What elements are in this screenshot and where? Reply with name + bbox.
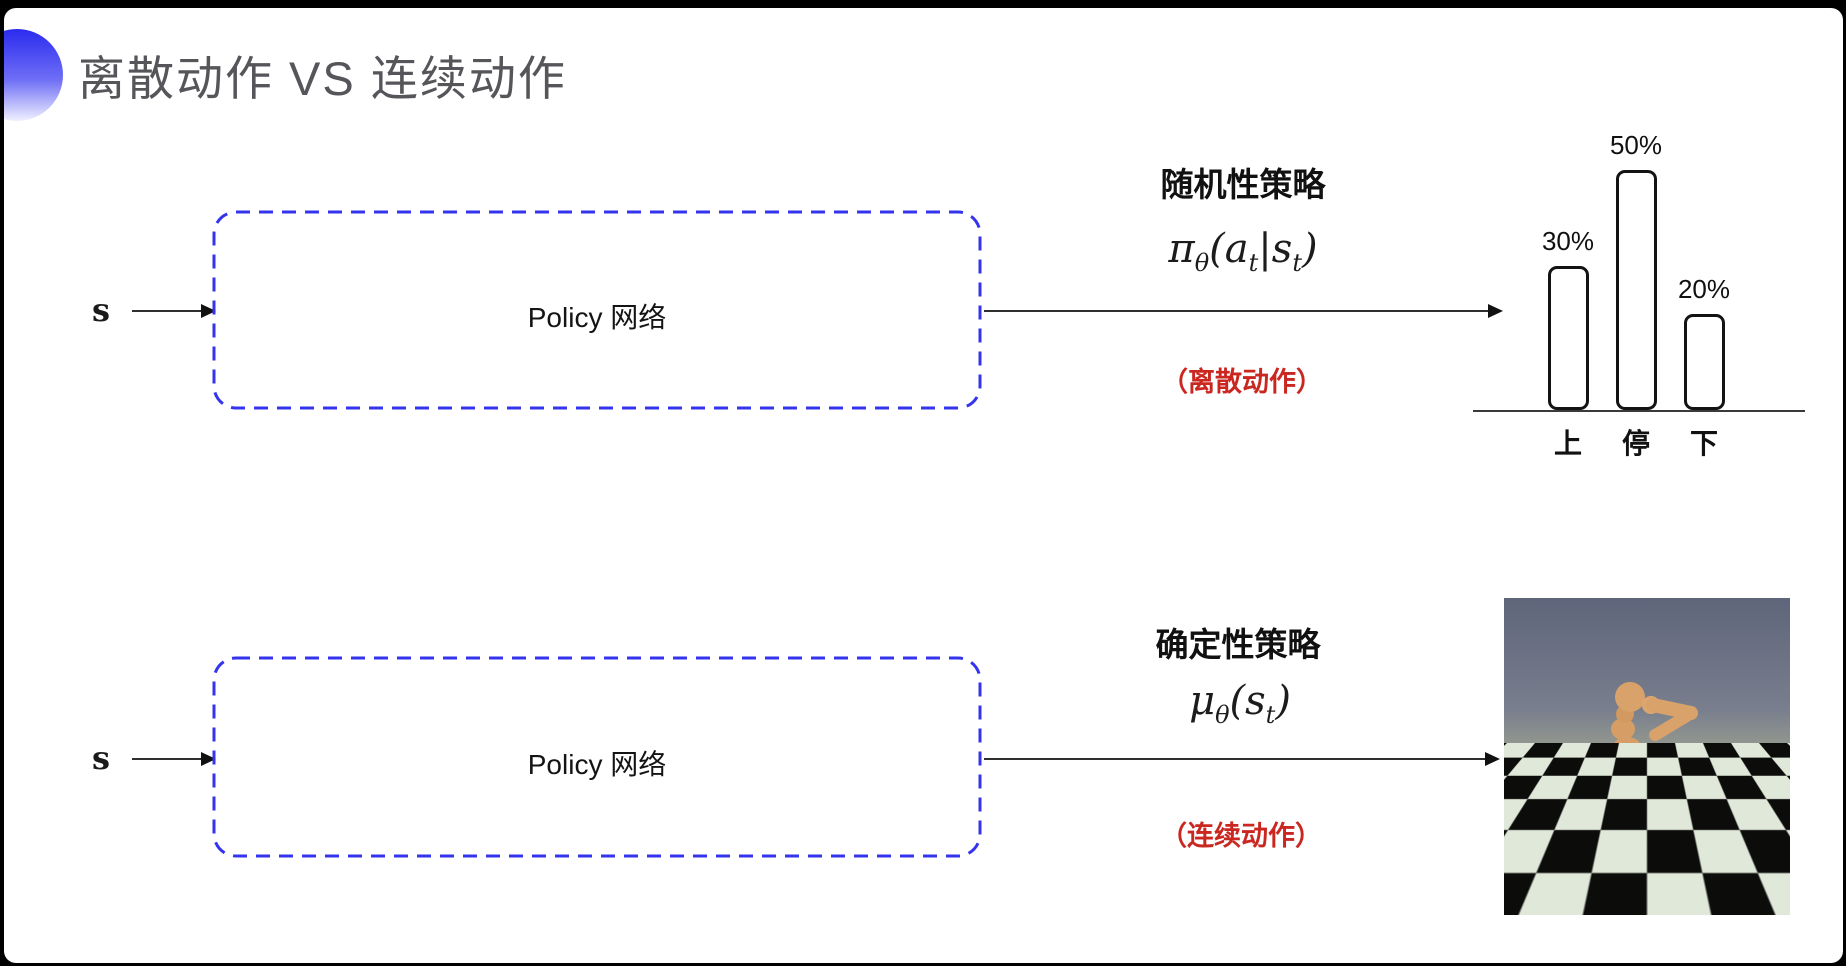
- probability-bar-chart: 30% 上 50% 停 20% 下: [1460, 95, 1820, 475]
- output-arrow-row1: [984, 304, 1503, 318]
- formula-rparen: ): [1275, 678, 1291, 724]
- input-arrow-row1: [132, 304, 216, 318]
- deterministic-policy-formula: μθ(st): [1060, 678, 1420, 729]
- horizon-haze: [1504, 743, 1790, 783]
- bar-category-label: 停: [1621, 428, 1650, 459]
- chart-baseline: [1473, 410, 1805, 412]
- formula-t-sub: t: [1248, 249, 1259, 277]
- policy-box-label-row1: Policy 网络: [527, 302, 667, 333]
- slide-content-layer: 离散动作 VS 连续动作 s Policy 网络 随机性策略 πθ(at|st)…: [4, 8, 1843, 963]
- formula-t-sub2: t: [1292, 249, 1302, 277]
- output-arrow-row2: [984, 752, 1500, 766]
- state-input-label-row2: s: [92, 739, 111, 777]
- formula-theta-sub: θ: [1194, 249, 1210, 277]
- dashed-border-row1: [212, 210, 982, 410]
- humanoid-simulation-image: [1504, 598, 1790, 915]
- probability-bar: [1615, 170, 1657, 410]
- checkerboard-floor: [1504, 743, 1790, 915]
- page-title: 离散动作 VS 连续动作: [78, 52, 567, 105]
- stochastic-policy-formula: πθ(at|st): [1063, 226, 1423, 277]
- bar-value-label: 30%: [1541, 226, 1595, 256]
- formula-pi: π: [1168, 226, 1195, 272]
- formula-mu: μ: [1189, 678, 1216, 724]
- formula-rparen: ): [1301, 226, 1318, 272]
- policy-network-box-row1: Policy 网络: [212, 210, 982, 410]
- probability-bar: [1683, 314, 1725, 410]
- formula-t-sub: t: [1265, 701, 1276, 729]
- state-input-label-row1: s: [92, 291, 111, 329]
- bar-value-label: 50%: [1609, 130, 1663, 160]
- bar-category-label: 下: [1689, 428, 1718, 459]
- formula-a: a: [1224, 226, 1249, 272]
- stochastic-policy-label: 随机性策略: [1160, 166, 1326, 203]
- formula-s: s: [1271, 226, 1293, 272]
- formula-s: s: [1245, 678, 1266, 724]
- title-bullet-icon: [4, 29, 63, 121]
- humanoid-robot-figure: [1544, 682, 1698, 910]
- formula-lparen: (: [1229, 678, 1246, 724]
- policy-network-box-row2: Policy 网络: [212, 656, 982, 858]
- slide-background: 离散动作 VS 连续动作 s Policy 网络 随机性策略 πθ(at|st)…: [4, 8, 1843, 963]
- probability-bar: [1547, 266, 1589, 410]
- continuous-action-note: （连续动作）: [1160, 821, 1322, 851]
- bar-value-label: 20%: [1677, 274, 1731, 304]
- formula-theta-sub: θ: [1215, 701, 1230, 729]
- input-arrow-row2: [132, 752, 216, 766]
- discrete-action-note: （离散动作）: [1161, 367, 1323, 397]
- dashed-border-row2: [212, 656, 982, 858]
- bar-category-label: 上: [1553, 428, 1582, 459]
- formula-lparen: (: [1209, 226, 1225, 272]
- formula-bar: |: [1258, 226, 1272, 272]
- deterministic-policy-label: 确定性策略: [1155, 626, 1321, 663]
- policy-box-label-row2: Policy 网络: [527, 749, 667, 780]
